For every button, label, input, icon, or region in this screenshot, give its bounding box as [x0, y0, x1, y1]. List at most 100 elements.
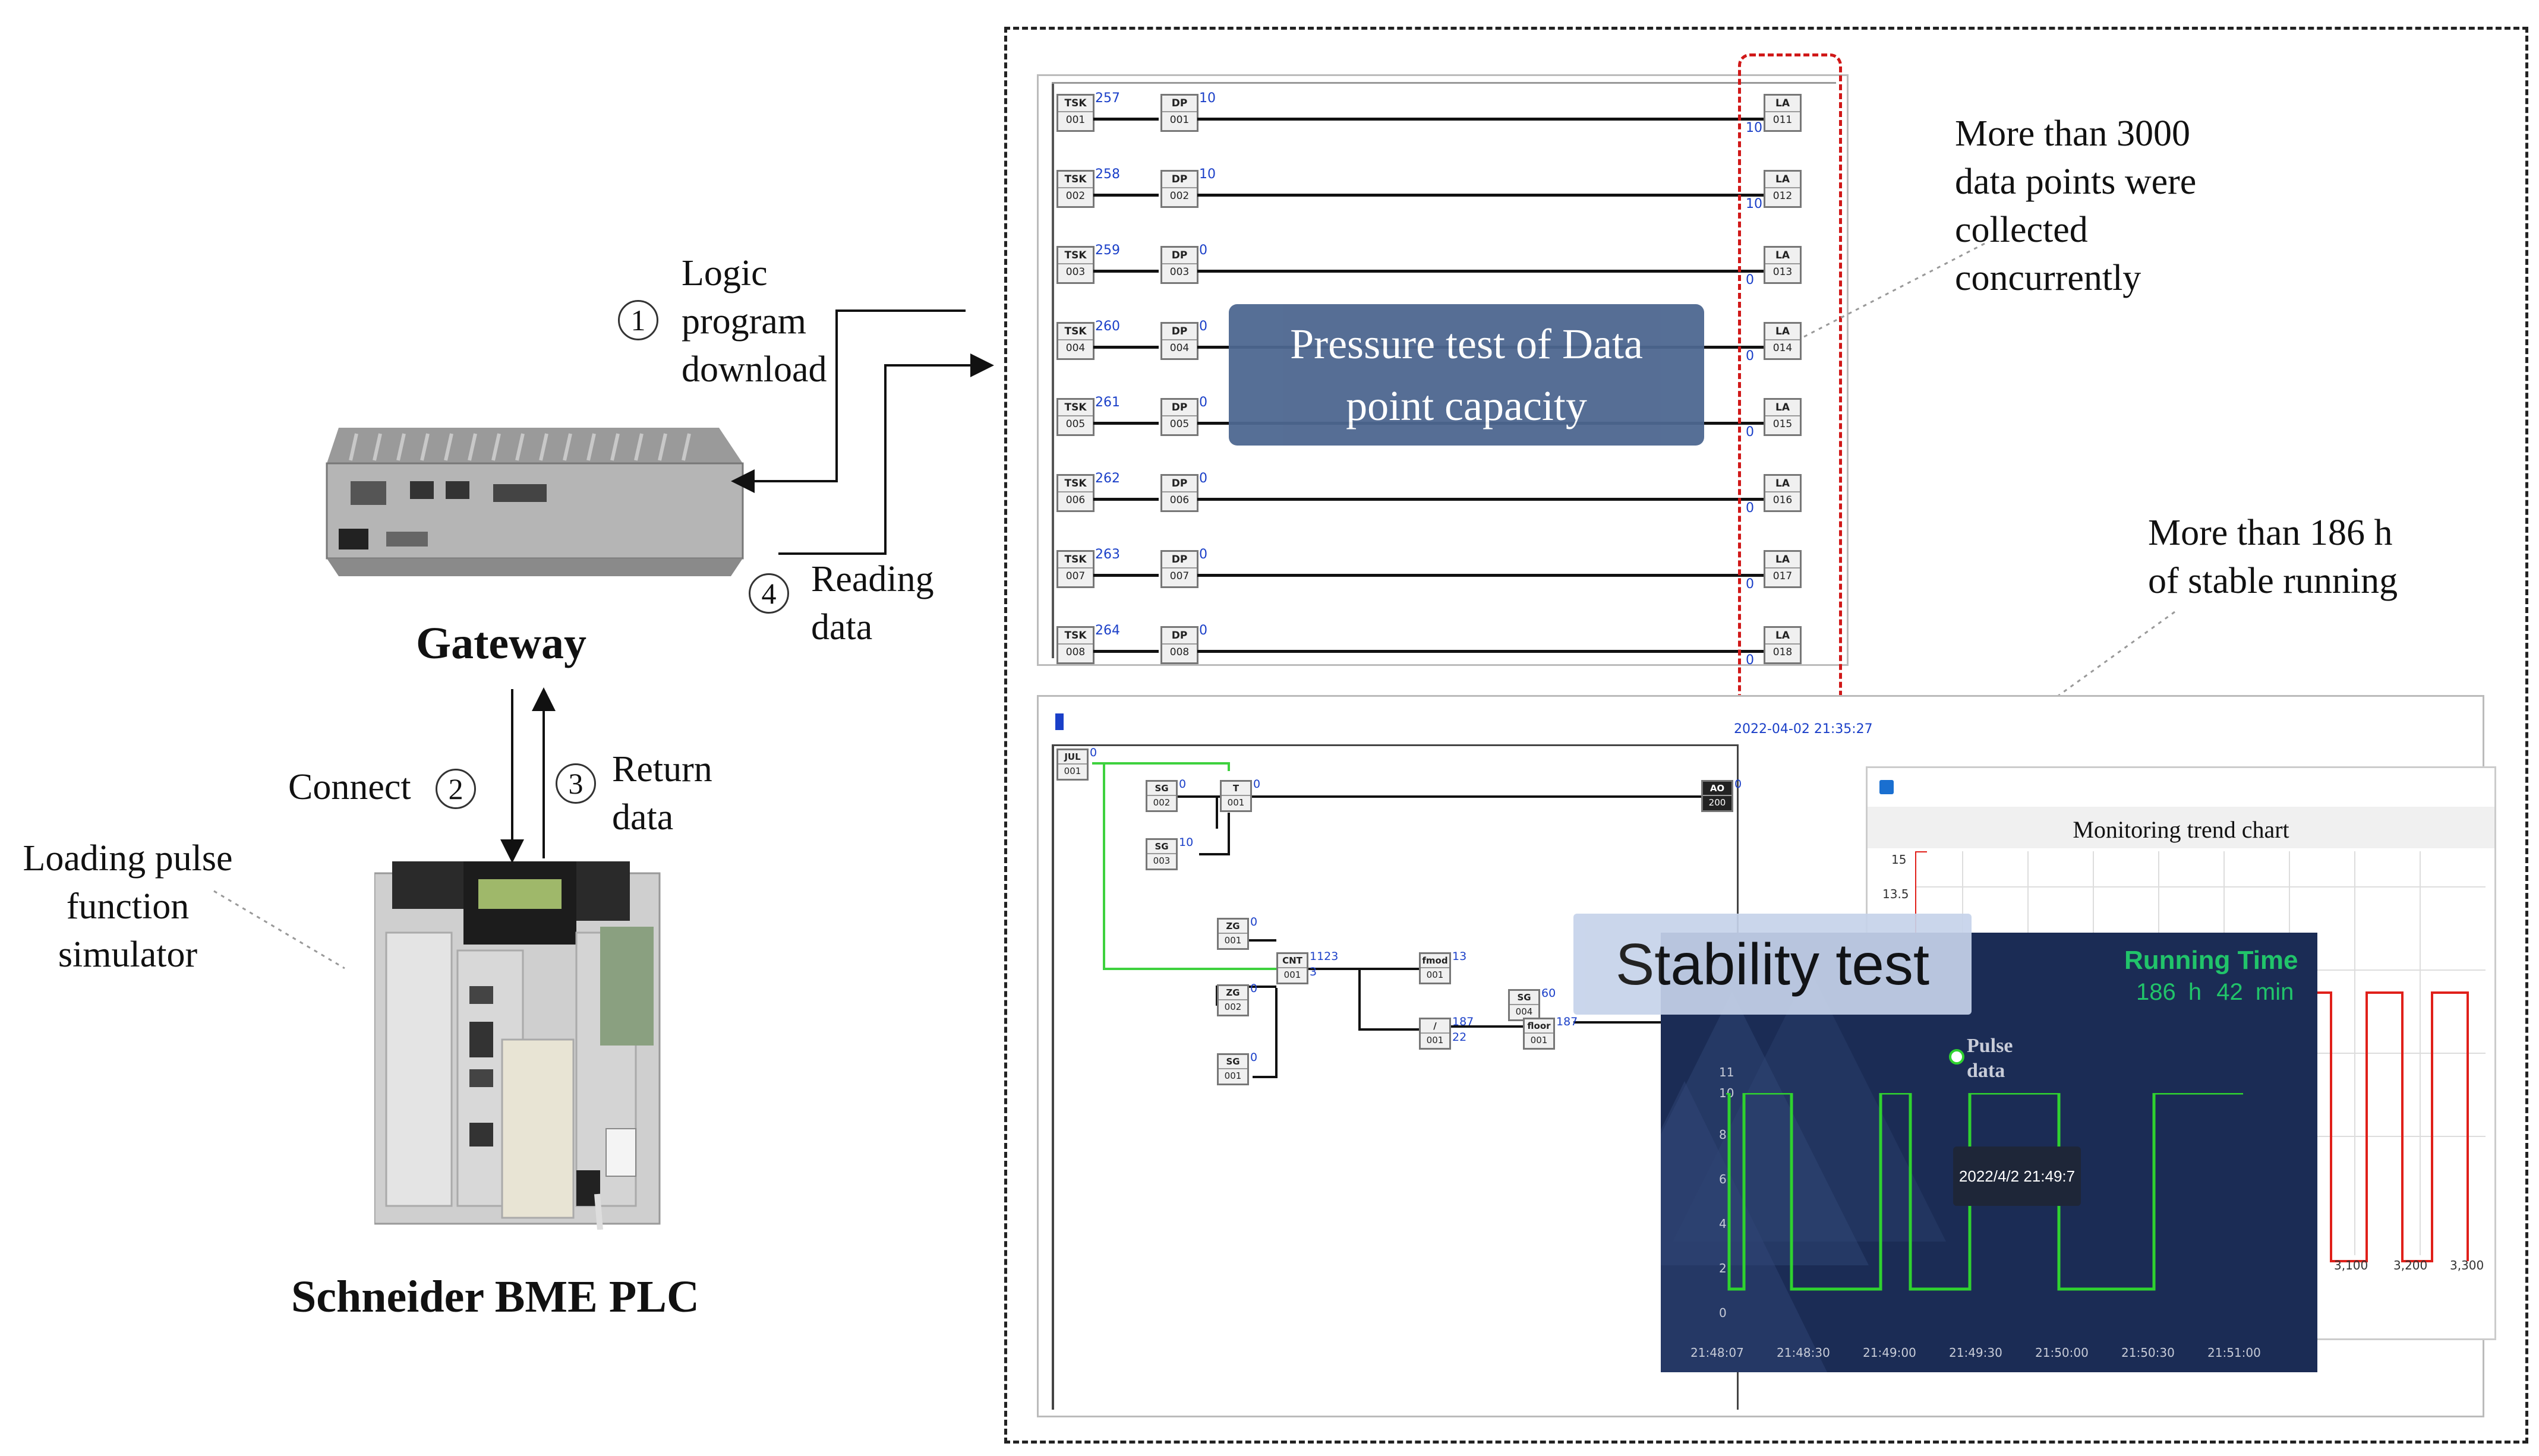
tsk-value: 261	[1095, 395, 1120, 410]
ao-id: 200	[1708, 797, 1726, 808]
la-input-value: 0	[1746, 273, 1754, 288]
sg4-value: 60	[1541, 987, 1556, 1000]
tsk-value: 259	[1095, 243, 1120, 258]
la-type: LA	[1765, 96, 1800, 112]
dp-id: 007	[1169, 570, 1190, 582]
trend-ytick-15: 15	[1891, 852, 1907, 867]
pulse-tooltip: 2022/4/2 21:49:7	[1953, 1147, 2081, 1206]
la-input-value: 0	[1746, 501, 1754, 516]
dp-la-wire	[1197, 574, 1792, 577]
la-input-value: 0	[1746, 577, 1754, 592]
pulse-legend-label: Pulse data	[1967, 1034, 2013, 1084]
pulse-legend-dot	[1949, 1049, 1964, 1065]
sg1-type: SG	[1219, 1055, 1247, 1069]
datapoints-line-3: collected	[1955, 210, 2088, 250]
dp-value: 0	[1199, 547, 1207, 562]
tsk-block: TSK 001	[1056, 94, 1095, 132]
tsk-type: TSK	[1058, 400, 1093, 416]
tsk-dp-wire	[1093, 574, 1159, 577]
running-time-value: 186 h 42 min	[2136, 979, 2294, 1006]
tsk-id: 001	[1065, 114, 1086, 126]
fmod-type: fmod	[1421, 954, 1449, 968]
dp-la-wire	[1197, 270, 1792, 273]
right-dashed-frame	[1004, 27, 2528, 1444]
stability-left-rail	[1052, 744, 1054, 1410]
div-value-2: 22	[1452, 1031, 1467, 1044]
trend-window-icon	[1879, 780, 1894, 794]
tsk-id: 002	[1065, 190, 1086, 202]
stable-annotation: More than 186 h of stable running	[2148, 509, 2398, 605]
step2-number: 2	[436, 769, 477, 809]
dp-type: DP	[1162, 96, 1197, 112]
pulse-plot	[1726, 1093, 2243, 1291]
stability-test-label: Stability test	[1573, 914, 1972, 1015]
step3-line-1: Return	[612, 749, 712, 789]
step2-text: Connect	[288, 767, 411, 807]
jul-type: JUL	[1058, 750, 1087, 765]
stable-line-2: of stable running	[2148, 561, 2398, 601]
div-id: 001	[1426, 1035, 1444, 1046]
dp-id: 005	[1169, 418, 1190, 430]
running-xtick: 21:50:00	[2035, 1346, 2089, 1360]
zg2-value: 0	[1250, 982, 1258, 995]
pressure-top-rail	[1052, 82, 1836, 84]
cnt-id: 001	[1283, 969, 1301, 980]
cnt-type: CNT	[1278, 954, 1307, 968]
stable-line-1: More than 186 h	[2148, 513, 2393, 553]
la-id: 014	[1772, 342, 1793, 354]
zg2-block: ZG 002	[1217, 984, 1249, 1016]
la-input-value: 10	[1746, 121, 1762, 135]
gateway-device	[303, 392, 755, 594]
running-ytick: 8	[1719, 1127, 1727, 1142]
pulse-legend-line-2: data	[1967, 1060, 2005, 1082]
datapoints-annotation: More than 3000 data points were collecte…	[1955, 110, 2196, 302]
zg2-type: ZG	[1219, 986, 1247, 1000]
tsk-type: TSK	[1058, 96, 1093, 112]
step2-label: Connect 2	[288, 763, 477, 811]
tsk-type: TSK	[1058, 324, 1093, 340]
datapoints-line-4: concurrently	[1955, 258, 2141, 298]
sg2-type: SG	[1147, 782, 1176, 796]
dp-value: 0	[1199, 243, 1207, 258]
zg2-id: 002	[1224, 1002, 1242, 1012]
la-id: 013	[1772, 266, 1793, 278]
running-xtick: 21:48:30	[1777, 1346, 1830, 1360]
running-time-title: Running Time	[2124, 946, 2298, 975]
floor-value: 187	[1556, 1015, 1578, 1028]
tsk-id: 006	[1065, 494, 1086, 506]
step1-number: 1	[618, 300, 658, 340]
tsk-type: TSK	[1058, 552, 1093, 568]
dp-type: DP	[1162, 248, 1197, 264]
trend-titlebar	[1868, 807, 2494, 848]
simulator-leader-line	[213, 890, 345, 969]
step4-line-2: data	[811, 607, 873, 648]
tsk-id: 004	[1065, 342, 1086, 354]
la-input-value: 10	[1746, 197, 1762, 211]
running-ytick: 6	[1719, 1172, 1727, 1186]
sg2-id: 002	[1153, 797, 1171, 808]
panel-marker	[1055, 713, 1064, 730]
dp-value: 10	[1199, 91, 1216, 106]
pressure-test-label: Pressure test of Data point capacity	[1229, 304, 1704, 446]
sg3-value: 10	[1179, 836, 1194, 849]
ao-type: AO	[1703, 782, 1731, 796]
ao-value: 0	[1734, 778, 1742, 791]
